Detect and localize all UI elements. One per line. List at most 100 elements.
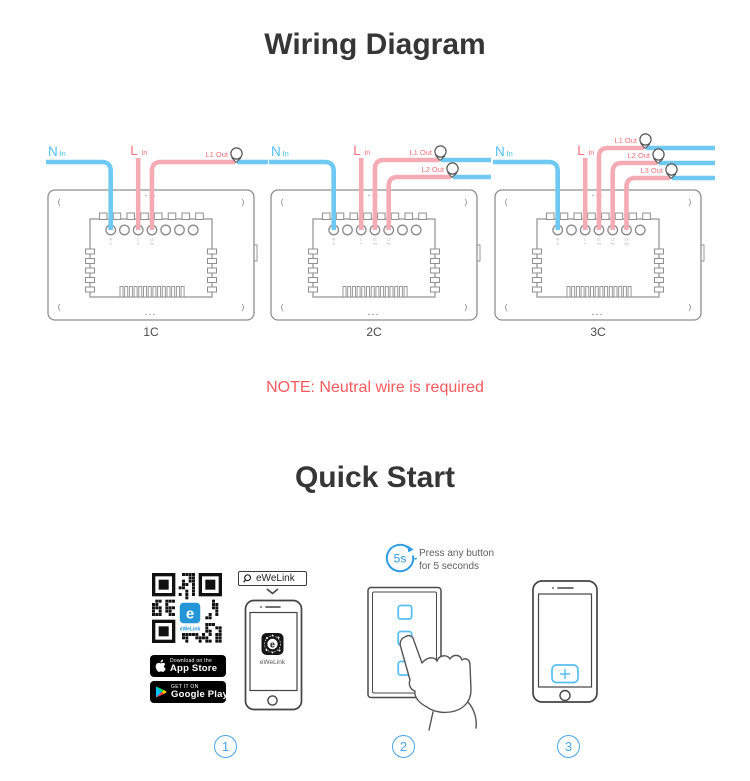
bulb-icon — [652, 148, 665, 165]
svg-text:L1: L1 — [597, 238, 601, 242]
ewelink-logo: e eWeLink — [177, 601, 203, 633]
home-button — [559, 689, 571, 702]
bulb-icon — [446, 162, 459, 179]
terminal — [160, 224, 172, 236]
svg-text:L3: L3 — [625, 238, 629, 242]
terminal — [396, 224, 408, 236]
svg-text:Out: Out — [624, 242, 628, 246]
load-wire-label: L1 Out — [409, 148, 432, 157]
terminal — [341, 224, 353, 236]
svg-text:L: L — [584, 238, 586, 242]
svg-text:N: N — [333, 238, 336, 242]
qr-code: e eWeLink — [152, 573, 222, 643]
wires — [493, 145, 715, 230]
step-number-1: 1 — [214, 735, 237, 758]
neutral-label: N — [271, 144, 281, 159]
hand-icon — [399, 634, 477, 731]
bulb-icon — [434, 145, 447, 162]
bulb-icon — [230, 147, 243, 164]
svg-text:In: In — [557, 242, 560, 246]
wiring-diagram-title: Wiring Diagram — [264, 28, 486, 61]
phone-with-app: e eWeLink — [244, 599, 303, 711]
ewelink-app-icon: e — [261, 633, 284, 655]
search-icon — [243, 574, 252, 583]
app-name-label: eWeLink — [260, 659, 286, 666]
panel-caption: 3C — [590, 325, 606, 339]
terminal — [410, 224, 422, 236]
svg-text:In: In — [507, 149, 513, 158]
svg-text:L: L — [137, 238, 139, 242]
svg-text:In: In — [137, 242, 140, 246]
google-play-badge[interactable]: GET IT ON Google Play — [150, 681, 228, 703]
press-instruction-line1: Press any button — [419, 548, 495, 559]
touch-switch-with-hand — [367, 586, 477, 731]
svg-text:Out: Out — [387, 242, 391, 246]
neutral-wire — [493, 159, 560, 230]
add-device-button[interactable] — [551, 664, 579, 684]
google-play-badge-line2: Google Play — [171, 689, 229, 700]
load-wire — [596, 145, 644, 230]
google-play-icon — [155, 686, 167, 698]
timer-5s-icon: 5s — [385, 543, 418, 573]
google-play-badge-line1: GET IT ON — [171, 684, 199, 690]
panel-caption: 1C — [143, 325, 159, 339]
load-wire-label: L3 Out — [640, 166, 663, 175]
load-wire-label: L2 Out — [421, 165, 444, 174]
bulb-icon — [639, 133, 652, 150]
load-wire — [149, 159, 235, 230]
svg-text:In: In — [60, 149, 66, 158]
press-instruction: Press any button for 5 seconds — [419, 548, 494, 573]
google-play-badge-text: GET IT ON Google Play — [171, 684, 228, 700]
terminal — [565, 224, 577, 236]
load-wire-label: L1 Out — [205, 150, 228, 159]
press-instruction-line2: for 5 seconds — [419, 560, 480, 572]
chevron-down-icon — [266, 588, 279, 595]
svg-text:Out: Out — [150, 242, 154, 246]
svg-text:L1: L1 — [150, 238, 154, 242]
load-wire — [610, 160, 657, 230]
svg-text:N: N — [557, 238, 560, 242]
svg-text:In: In — [360, 242, 363, 246]
svg-text:In: In — [141, 148, 147, 157]
app-store-badge[interactable]: Download on the App Store — [150, 655, 226, 677]
load-wire-label: L1 Out — [614, 136, 637, 145]
wires — [269, 157, 491, 230]
terminal — [634, 224, 646, 236]
svg-text:e: e — [186, 606, 194, 623]
apple-icon — [155, 659, 166, 672]
neutral-label: N — [48, 144, 58, 159]
svg-text:In: In — [283, 149, 289, 158]
svg-text:Out: Out — [611, 242, 615, 246]
app-icon-letter: e — [270, 639, 275, 649]
qr-caption: eWeLink — [180, 627, 201, 633]
load-wire — [624, 175, 670, 230]
touch-button-top[interactable] — [397, 604, 413, 620]
app-store-badge-text: Download on the App Store — [170, 658, 217, 674]
svg-text:N: N — [110, 238, 113, 242]
quick-start-title: Quick Start — [294, 461, 456, 494]
step-number-3: 3 — [557, 735, 580, 758]
neutral-wire — [269, 159, 336, 230]
step-number-2: 2 — [392, 735, 415, 758]
search-text: eWeLink — [256, 573, 295, 584]
live-label: L — [577, 143, 585, 158]
svg-text:In: In — [110, 242, 113, 246]
load-wire-label: L2 Out — [627, 151, 650, 160]
svg-text:L1: L1 — [373, 238, 377, 242]
terminal — [187, 224, 199, 236]
terminal — [118, 224, 130, 236]
load-wire — [372, 157, 439, 230]
bulb-icon — [665, 163, 678, 180]
neutral-label: N — [495, 144, 505, 159]
svg-text:Out: Out — [373, 242, 377, 246]
plus-icon — [560, 669, 570, 679]
home-button — [267, 695, 278, 706]
app-store-badge-line1: Download on the — [170, 658, 213, 664]
phone-add-device — [532, 580, 598, 703]
